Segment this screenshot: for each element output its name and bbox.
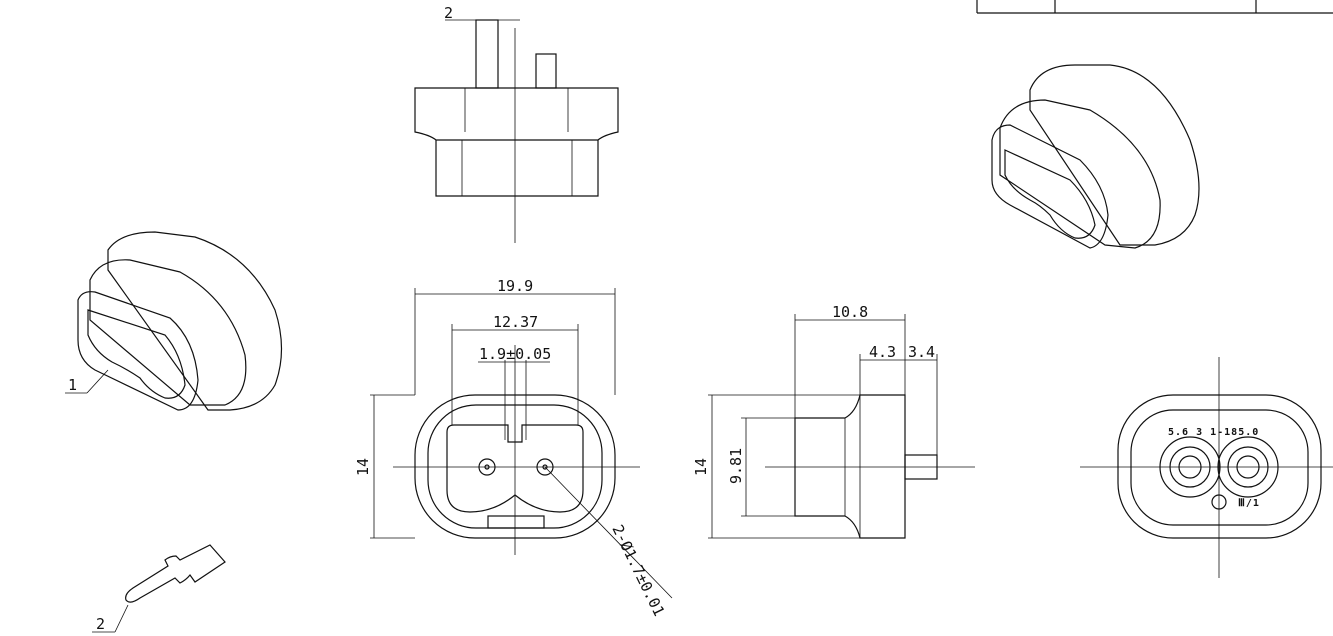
- part-label-1: 1: [68, 376, 77, 394]
- iso-upper-flange: [999, 99, 1161, 249]
- iso-left-front-face: [77, 291, 199, 411]
- top-view-pin-left: [475, 19, 499, 89]
- iso-left-back-shell: [107, 231, 283, 411]
- front-view-outer-shell: [414, 394, 616, 539]
- side-view: 10.8 4.3 3.4 14 9.81: [692, 303, 975, 539]
- front-view-key: [487, 515, 545, 529]
- iso-upper-front-face: [991, 124, 1109, 249]
- side-view-body: [794, 394, 906, 539]
- dim-front-height: 14: [354, 458, 372, 476]
- dim-pin-projection: 3.4: [908, 343, 935, 361]
- contact-pin-body: [125, 544, 226, 603]
- rear-view-outer-shell: [1117, 394, 1322, 539]
- rear-view-mark-circle: [1211, 494, 1227, 510]
- iso-left-cavity: [87, 309, 186, 399]
- dim-flange-depth: 4.3: [869, 343, 896, 361]
- top-view-flange: [414, 87, 619, 141]
- dim-inner-width: 12.37: [493, 313, 538, 331]
- title-block-fragment: [976, 0, 1333, 14]
- isometric-view-upper: [991, 64, 1200, 249]
- iso-left-flange: [89, 259, 247, 406]
- front-view-hole-left: [478, 458, 496, 476]
- rear-view-rating-marking: 5.6 3 1-185.0: [1168, 427, 1259, 438]
- top-view-body: [435, 140, 599, 197]
- front-view: 19.9 12.37 1.9±0.05 14 2-Ø1.7±0.01: [354, 277, 673, 619]
- dim-pin-offset: 2: [444, 4, 453, 22]
- dim-depth: 10.8: [832, 303, 868, 321]
- dim-slot-width: 1.9±0.05: [479, 345, 551, 363]
- rear-view-boss-left: [1159, 436, 1221, 498]
- dim-side-height: 14: [692, 458, 710, 476]
- rear-view-inner-shell: [1130, 409, 1309, 526]
- contact-pin: 2: [92, 544, 226, 633]
- top-view-pin-right: [535, 53, 557, 89]
- iso-upper-cavity: [1004, 149, 1096, 239]
- rear-view-class-marking: Ⅲ/1: [1238, 498, 1260, 509]
- rear-view: 5.6 3 1-185.0 Ⅲ/1: [1080, 357, 1333, 578]
- rear-view-boss-right: [1217, 436, 1279, 498]
- front-view-socket-cavity: [446, 424, 584, 513]
- isometric-view-left: 1: [65, 231, 283, 411]
- part-label-2: 2: [96, 615, 105, 633]
- top-view: 2: [414, 4, 619, 243]
- dim-hole-diameter: 2-Ø1.7±0.01: [608, 522, 668, 619]
- iso-upper-back-shell: [1029, 64, 1200, 246]
- dim-overall-width: 19.9: [497, 277, 533, 295]
- dim-inner-height: 9.81: [727, 448, 745, 484]
- front-view-hole-right: [536, 458, 554, 476]
